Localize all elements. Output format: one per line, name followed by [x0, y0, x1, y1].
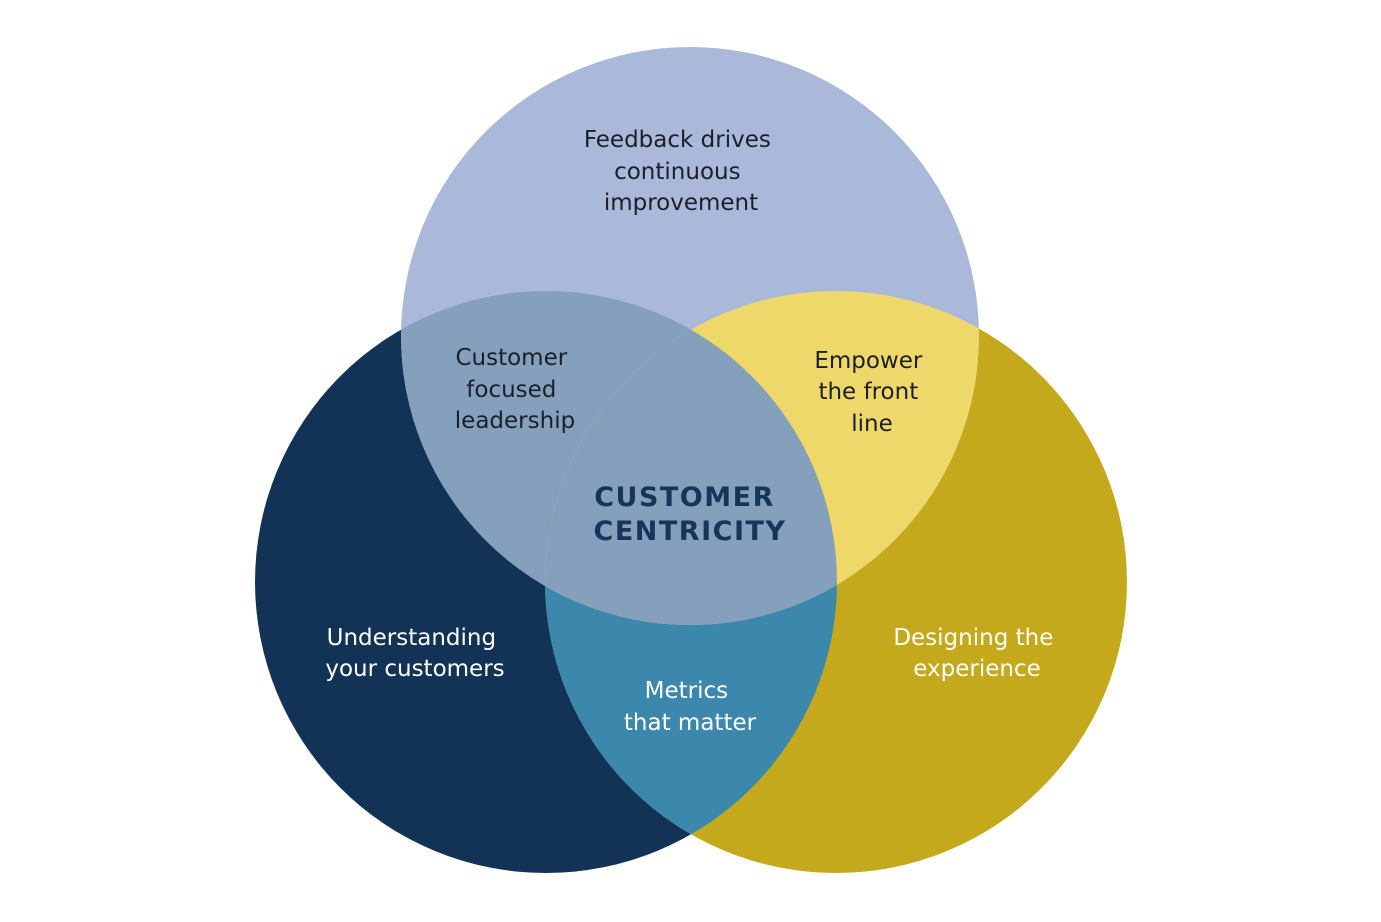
label-left: Understanding your customers	[325, 625, 504, 682]
label-top-left: Customer focused leadership	[455, 345, 575, 434]
label-top: Feedback drives continuous improvement	[584, 127, 778, 216]
label-top-right: Empower the front line	[814, 348, 929, 437]
label-bottom: Metrics that matter	[624, 678, 757, 736]
overlap-center	[545, 291, 837, 625]
label-center: CUSTOMER CENTRICITY	[594, 482, 787, 547]
label-right: Designing the experience	[893, 625, 1060, 682]
